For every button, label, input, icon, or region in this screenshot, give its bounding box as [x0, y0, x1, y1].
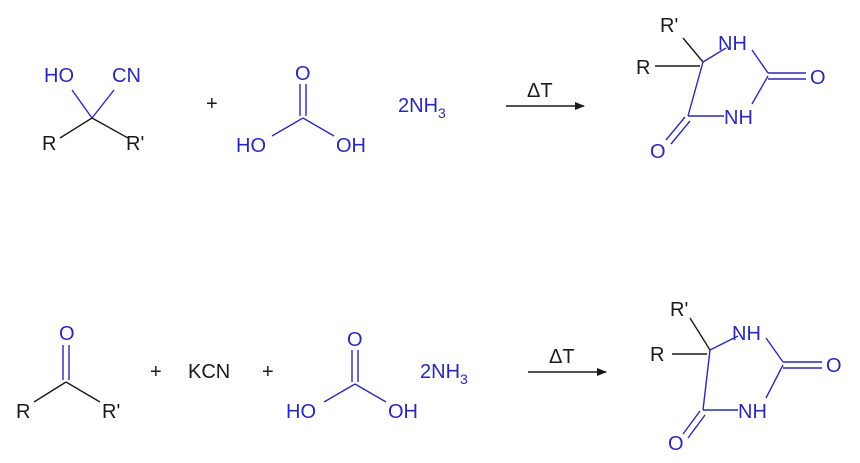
ammonia-coefficient: 2NH	[420, 361, 460, 383]
hydroxyl-label: HO	[44, 65, 74, 87]
r-prime-group-label: R'	[126, 133, 144, 155]
reaction-1: HO CN R R' + O HO OH 2NH3 ΔT	[42, 15, 826, 163]
ammonia-coefficient: 2NH	[398, 95, 438, 117]
r-prime-group-label: R'	[660, 15, 678, 37]
hydroxyl-right-label: OH	[388, 401, 418, 423]
carbonyl-left-oxygen-label: O	[650, 141, 666, 163]
plus-sign: +	[150, 361, 162, 383]
plus-sign: +	[206, 93, 218, 115]
r-group-label: R	[650, 344, 664, 366]
hydroxyl-left-label: HO	[236, 135, 266, 157]
potassium-cyanide-label: KCN	[188, 361, 230, 383]
amine-top-label: NH	[732, 323, 761, 345]
reaction-2: O R R' + KCN + O HO OH 2NH3 ΔT	[16, 299, 842, 455]
r-prime-group-label: R'	[102, 401, 120, 423]
carbonyl-oxygen-label: O	[295, 63, 311, 85]
hydroxyl-left-label: HO	[286, 401, 316, 423]
carbonyl-oxygen-label: O	[347, 329, 363, 351]
ammonia-label: 2NH3	[398, 95, 446, 121]
hydantoin-product: R' R NH O NH O	[636, 15, 826, 163]
heat-condition-label: ΔT	[527, 80, 553, 102]
ammonia-subscript: 3	[438, 105, 446, 121]
carbonyl-right-oxygen-label: O	[826, 355, 842, 377]
hydroxyl-right-label: OH	[336, 135, 366, 157]
r-prime-group-label: R'	[670, 299, 688, 321]
r-group-label: R	[16, 401, 30, 423]
ammonia-label: 2NH3	[420, 361, 468, 387]
amine-bottom-label: NH	[738, 401, 767, 423]
kcn-text: KCN	[188, 361, 230, 383]
amine-bottom-label: NH	[724, 107, 753, 129]
nitrile-label: CN	[112, 65, 141, 87]
carbonyl-oxygen-label: O	[59, 323, 75, 345]
ammonia-subscript: 3	[460, 371, 468, 387]
ketone-reactant: O R R'	[16, 323, 120, 423]
hydantoin-product: R' R NH O NH O	[650, 299, 842, 455]
r-group-label: R	[42, 133, 56, 155]
carbonic-acid-reactant: O HO OH	[286, 329, 418, 423]
heat-condition-label: ΔT	[549, 346, 575, 368]
plus-sign: +	[262, 361, 274, 383]
amine-top-label: NH	[718, 33, 747, 55]
r-group-label: R	[636, 57, 650, 79]
carbonyl-right-oxygen-label: O	[810, 67, 826, 89]
carbonyl-left-oxygen-label: O	[668, 433, 684, 455]
carbonic-acid-reactant: O HO OH	[236, 63, 366, 157]
cyanohydrin-reactant: HO CN R R'	[42, 65, 144, 155]
